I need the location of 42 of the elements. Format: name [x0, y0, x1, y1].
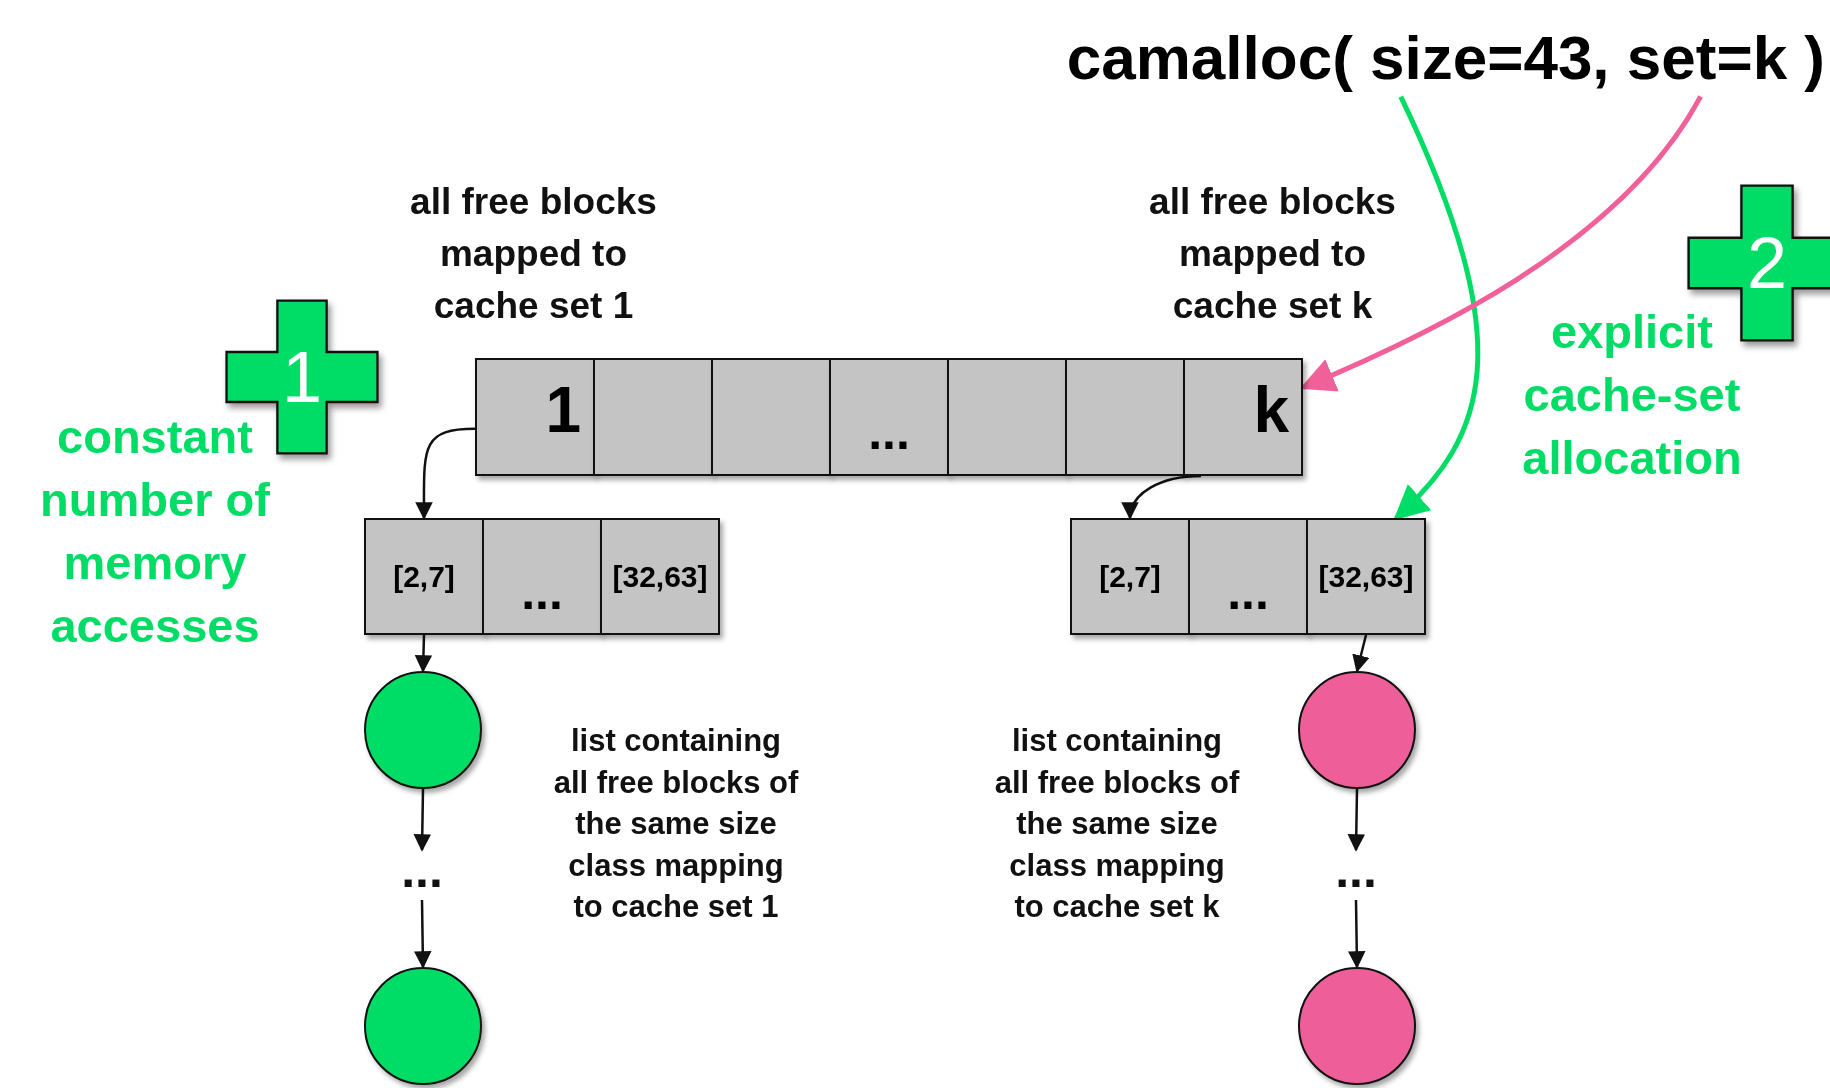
array-cell: [1306, 518, 1426, 635]
array-cell: [1183, 358, 1303, 476]
array-cell: [482, 518, 602, 635]
annotation-text: list containing all free blocks of the same size class mapping to cache set k: [993, 722, 1241, 926]
arrow: [1122, 474, 1202, 520]
ellipsis-text: ...: [1316, 850, 1396, 900]
cell-label: k: [1253, 378, 1289, 442]
cell-label: ...: [521, 566, 563, 617]
array-cell: [711, 358, 831, 476]
annotation-text: all free blocks mapped to cache set 1: [409, 180, 658, 328]
cell-label: [32,63]: [612, 561, 708, 592]
arrow: [1347, 788, 1365, 852]
arrow: [1348, 900, 1366, 969]
badge-number: 2: [1745, 223, 1788, 303]
array-cell: [1070, 518, 1190, 635]
arrow: [1352, 634, 1370, 673]
annotation-text: all free blocks mapped to cache set k: [1148, 180, 1397, 328]
array-cell: [600, 518, 720, 635]
cell-label: ...: [868, 407, 910, 457]
annotation-text: constant number of memory accesses: [39, 409, 271, 654]
array-cell: [1065, 358, 1185, 476]
array-cell: [947, 358, 1067, 476]
array-cell: [1188, 518, 1308, 635]
arrow: [415, 427, 476, 520]
arrow: [414, 634, 433, 673]
arrow: [414, 900, 432, 969]
cell-label: [2,7]: [393, 561, 455, 592]
cell-label: 1: [545, 378, 581, 442]
cell-label: [32,63]: [1318, 561, 1414, 592]
badge-number: 1: [280, 337, 323, 417]
array-cell: [593, 358, 713, 476]
ellipsis-text: ...: [382, 850, 462, 900]
function-call-text: camalloc( size=43, set=k ): [930, 22, 1825, 93]
annotation-text: explicit cache-set allocation: [1521, 304, 1743, 486]
arrow: [413, 788, 431, 852]
annotation-text: list containing all free blocks of the same size class mapping to cache set 1: [552, 722, 800, 926]
array-cell: [475, 358, 595, 476]
array-cell: [829, 358, 949, 476]
cell-label: ...: [1227, 566, 1269, 617]
cell-label: [2,7]: [1099, 561, 1161, 592]
array-cell: [364, 518, 484, 635]
arrow: [1393, 95, 1480, 521]
